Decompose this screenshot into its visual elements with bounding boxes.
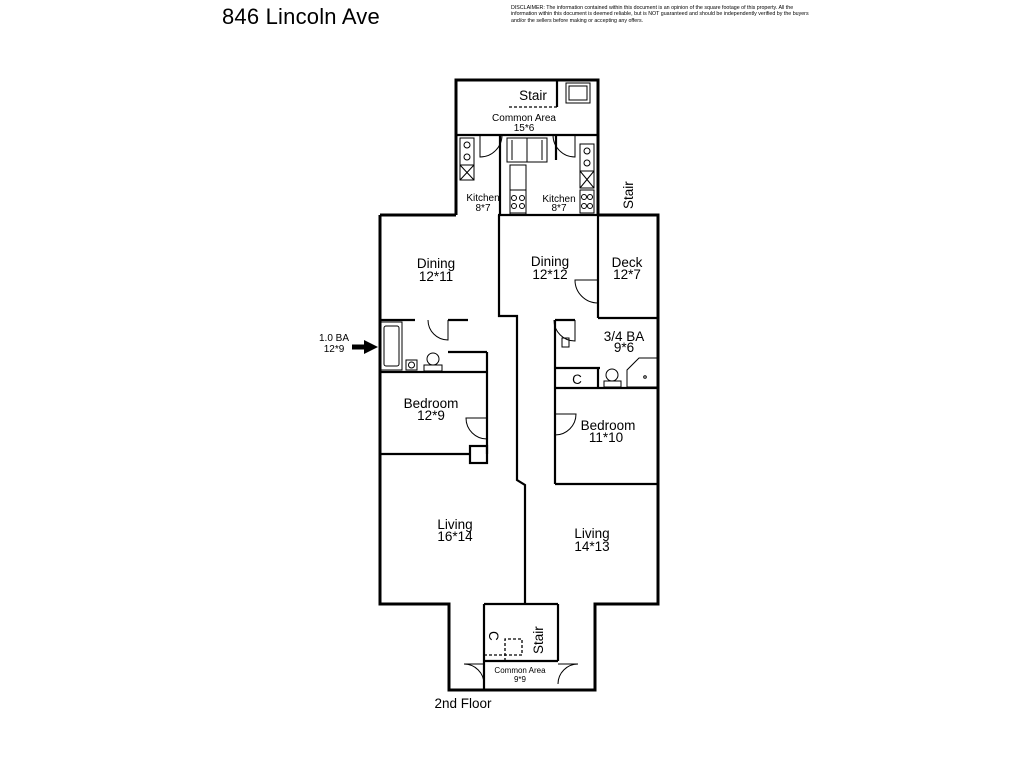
- bath-pointer-arrow-icon: [352, 340, 378, 354]
- floor-label: 2nd Floor: [434, 696, 492, 711]
- common-bottom-size: 9*9: [514, 675, 527, 684]
- living-right-label: Living: [574, 526, 609, 541]
- kitchen-left-size: 8*7: [475, 203, 490, 214]
- bath-right-size: 9*6: [614, 340, 634, 355]
- bedroom-right-label: Bedroom: [581, 418, 636, 433]
- dining-right-size: 12*12: [532, 267, 567, 282]
- closet-right-label: C: [572, 372, 582, 387]
- stair-top-label: Stair: [519, 88, 547, 103]
- dining-right-label: Dining: [531, 254, 569, 269]
- doors: [427, 134, 599, 685]
- bedroom-left-label: Bedroom: [404, 396, 459, 411]
- living-left-label: Living: [437, 517, 472, 532]
- page-title: 846 Lincoln Ave: [222, 4, 380, 29]
- kitchen-left-label: Kitchen: [466, 193, 499, 204]
- common-bottom-label: Common Area: [494, 666, 546, 675]
- bath-right-label: 3/4 BA: [604, 329, 645, 344]
- interior-walls: [380, 80, 658, 690]
- common-top-size: 15*6: [514, 123, 535, 134]
- dining-left-label: Dining: [417, 256, 455, 271]
- living-right-size: 14*13: [574, 539, 609, 554]
- room-labels: Stair Common Area 15*6 Kitchen 8*7 Kitch…: [319, 88, 644, 711]
- common-top-label: Common Area: [492, 113, 556, 124]
- outer-walls: [378, 78, 660, 692]
- kitchen-right-label: Kitchen: [542, 194, 575, 205]
- deck-size: 12*7: [613, 267, 641, 282]
- disclaimer-text: DISCLAIMER: The information contained wi…: [511, 5, 809, 24]
- bath-left-size: 12*9: [324, 344, 345, 355]
- bedroom-right-size: 11*10: [589, 430, 623, 445]
- dining-left-size: 12*11: [419, 269, 453, 284]
- stair-side-label: Stair: [621, 181, 636, 209]
- deck-label: Deck: [612, 255, 643, 270]
- living-left-size: 16*14: [437, 529, 473, 544]
- stair-bottom-label: Stair: [531, 626, 546, 654]
- fixtures: [380, 82, 659, 388]
- bedroom-left-size: 12*9: [417, 408, 445, 423]
- closet-bottom-label: C: [486, 631, 501, 641]
- kitchen-right-size: 8*7: [551, 203, 566, 214]
- bath-left-label: 1.0 BA: [319, 333, 349, 344]
